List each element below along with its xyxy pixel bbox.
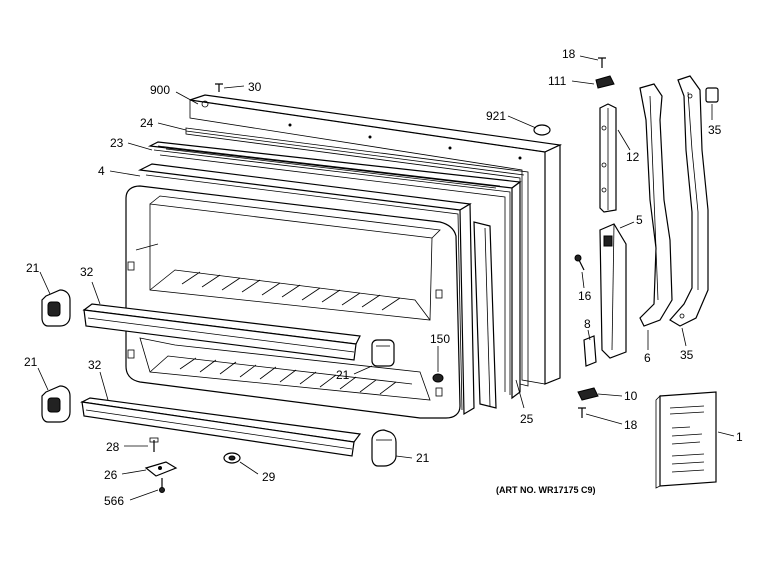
door-liner-body (125, 185, 461, 419)
callout-18-bottom: 18 (624, 418, 638, 432)
callout-26: 26 (104, 468, 118, 482)
callout-35-top: 35 (708, 123, 722, 137)
part-150-clip (432, 373, 444, 383)
callout-21-left-bottom: 21 (24, 355, 38, 369)
lower-shelf-bar (80, 397, 362, 457)
callout-23: 23 (110, 136, 124, 150)
upper-shelf-bar (82, 303, 395, 367)
callout-labels: 900 30 24 23 4 921 18 111 35 12 5 16 8 6… (24, 47, 743, 508)
instruction-booklet (655, 391, 717, 489)
callout-5: 5 (636, 213, 643, 227)
screw-18-top (598, 57, 606, 68)
end-cap-right-lower (371, 429, 397, 467)
callout-29: 29 (262, 470, 276, 484)
door-inner-liner (137, 163, 497, 416)
door-liner-frame (147, 141, 522, 400)
callout-1: 1 (736, 430, 743, 444)
callout-35-bottom: 35 (680, 348, 694, 362)
callout-16: 16 (578, 289, 592, 303)
bracket-12 (599, 103, 617, 213)
hinge-5 (599, 223, 627, 359)
callout-21-bottom-right: 21 (416, 451, 430, 465)
callout-111: 111 (548, 74, 567, 88)
callout-24: 24 (140, 116, 154, 130)
callout-10: 10 (624, 389, 638, 403)
callout-21-mid: 21 (336, 368, 350, 382)
callout-921: 921 (486, 109, 506, 123)
bracket-26 (144, 461, 178, 477)
callout-21-left-top: 21 (26, 261, 40, 275)
bracket-8 (583, 335, 597, 367)
screw-566 (159, 478, 165, 493)
screw-28 (149, 437, 159, 452)
screw-30 (215, 83, 223, 92)
handle-trim-6 (639, 83, 673, 327)
leader-lines (37, 55, 735, 501)
cap-35 (705, 87, 719, 103)
end-cap-left-lower (41, 385, 71, 423)
callout-12: 12 (626, 150, 640, 164)
callout-32-top: 32 (80, 265, 94, 279)
screw-16 (574, 254, 585, 271)
grommet-29 (223, 452, 241, 464)
door-handle-35 (669, 75, 709, 327)
door-outer-panel (189, 94, 563, 385)
callout-900: 900 (150, 83, 170, 97)
plug-921 (533, 124, 551, 136)
callout-150: 150 (430, 332, 450, 346)
end-cap-left-upper (41, 289, 71, 327)
callout-28: 28 (106, 440, 120, 454)
callout-32-bottom: 32 (88, 358, 102, 372)
hinge-pin-10 (577, 387, 599, 401)
callout-18-top: 18 (562, 47, 576, 61)
callout-8: 8 (584, 317, 591, 331)
lower-shelf-ribs (179, 357, 397, 395)
screw-18-bottom (578, 407, 586, 418)
art-number: (ART NO. WR17175 C9) (496, 485, 596, 495)
callout-6: 6 (644, 351, 651, 365)
callout-30: 30 (248, 80, 262, 94)
upper-shelf-ribs (181, 271, 401, 311)
callout-25: 25 (520, 412, 534, 426)
hinge-cap-111 (595, 75, 615, 89)
callout-4: 4 (98, 164, 105, 178)
callout-566: 566 (104, 494, 124, 508)
